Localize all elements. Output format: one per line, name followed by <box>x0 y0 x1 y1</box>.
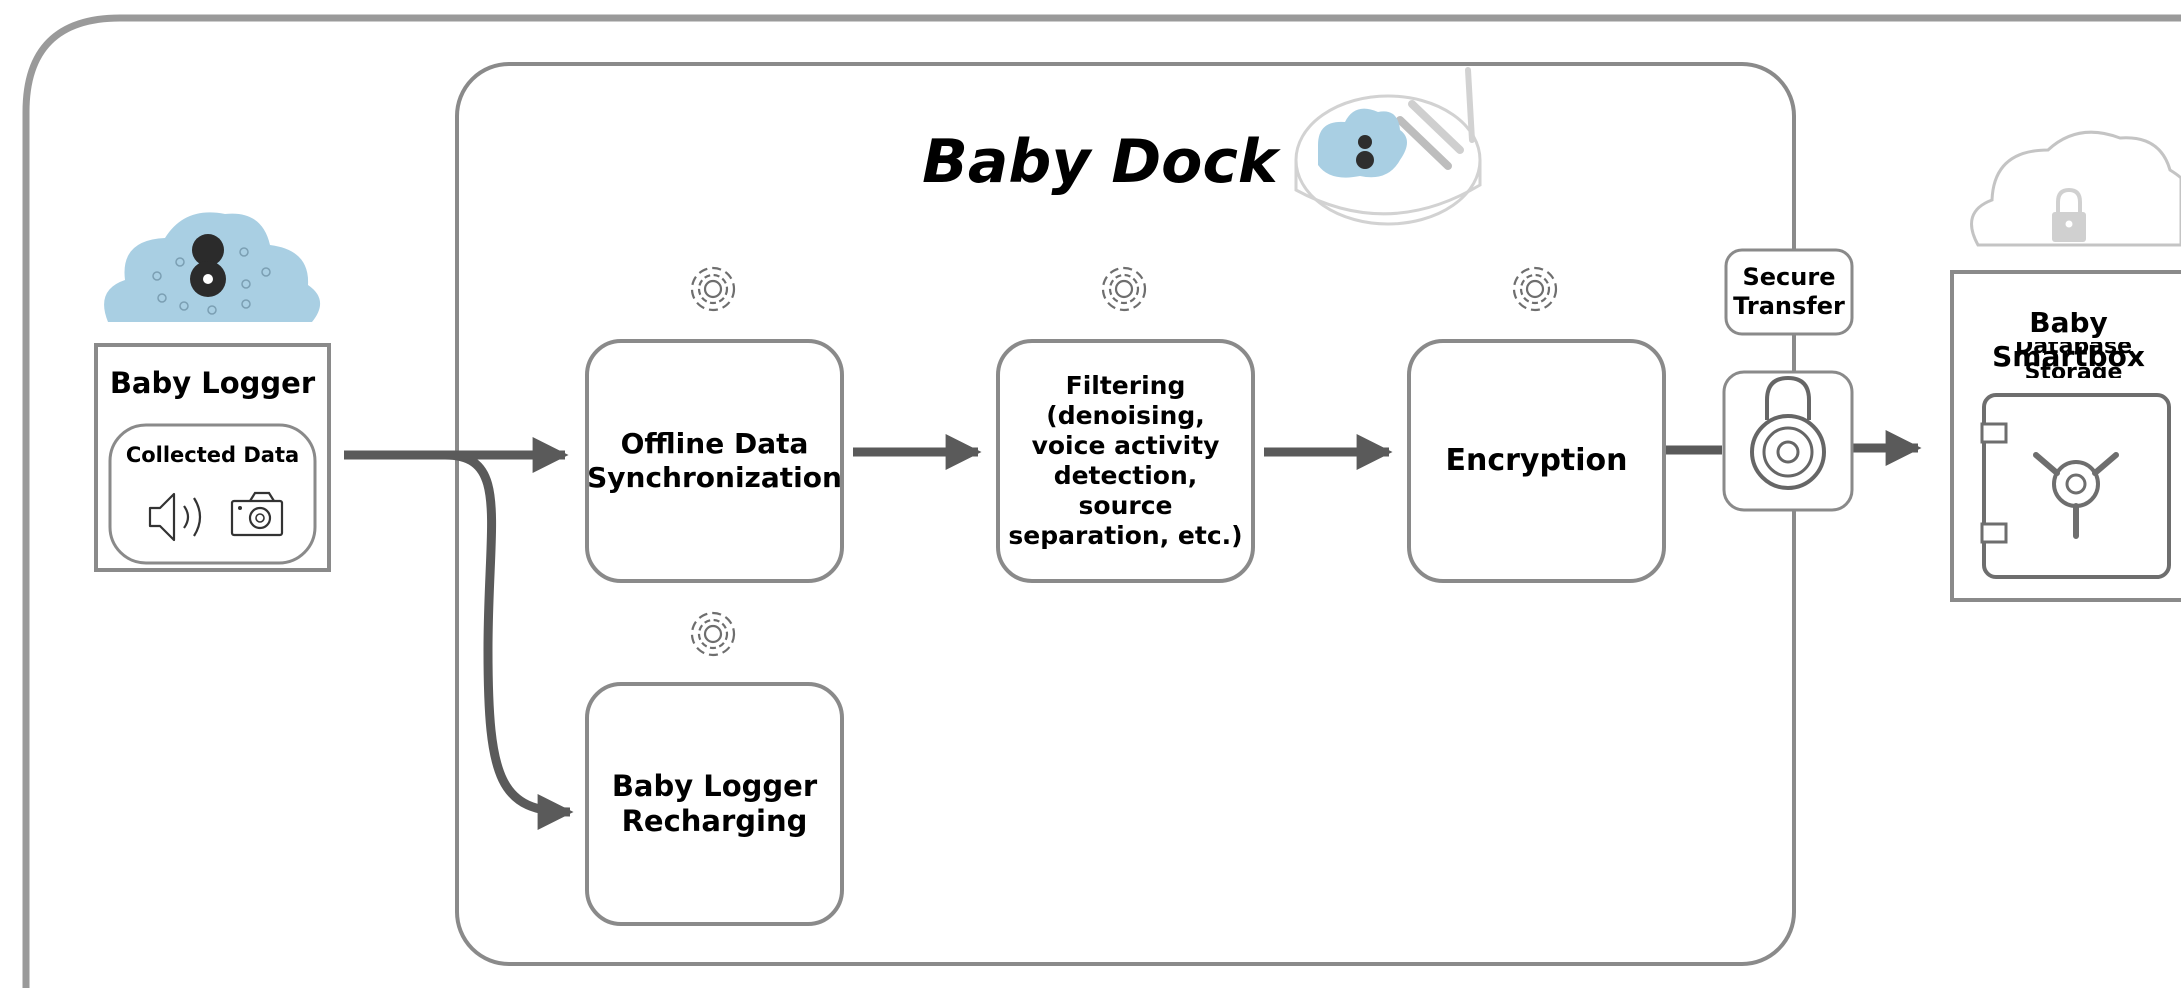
sync-gear-icon <box>690 266 736 312</box>
camera-icon <box>230 491 284 537</box>
sync-box <box>585 339 844 583</box>
outer-frame <box>22 14 2181 988</box>
baby-dock-container <box>455 62 1796 966</box>
encryption-gear-icon <box>1512 266 1558 312</box>
secure-transfer-box <box>1724 248 1854 336</box>
encryption-box <box>1407 339 1666 583</box>
filter-gear-icon <box>1101 266 1147 312</box>
smartbox-subtitle: Database Storage <box>2014 342 2133 378</box>
collected-data-box <box>108 423 317 565</box>
dock-device-icon <box>1294 67 1482 226</box>
secure-cloud-icon <box>1970 130 2181 247</box>
smartbox-box <box>1950 270 2181 602</box>
collected-data-label: Collected Data <box>125 443 300 468</box>
filter-label: Filtering (denoising, voice activity det… <box>1008 371 1243 550</box>
filter-box <box>996 339 1255 583</box>
arrow-logger-to-recharge <box>444 450 574 830</box>
smartbox-title: Baby Smartbox <box>1992 312 2145 368</box>
secure-transfer-label: Secure Transfer <box>1733 263 1845 320</box>
recharge-gear-icon <box>690 611 736 657</box>
safe-icon <box>1980 393 2171 579</box>
baby-dock-title: Baby Dock <box>922 127 1278 197</box>
recharge-box <box>585 682 844 926</box>
encryption-label: Encryption <box>1445 443 1628 478</box>
baby-logger-box <box>94 343 331 572</box>
speaker-icon <box>148 492 202 542</box>
recharge-label: Baby Logger Recharging <box>611 769 818 838</box>
sync-label: Offline Data Synchronization <box>587 427 842 494</box>
baby-logger-cloud-icon <box>104 212 321 322</box>
padlock-icon <box>1750 375 1826 490</box>
baby-logger-title: Baby Logger <box>109 365 316 400</box>
